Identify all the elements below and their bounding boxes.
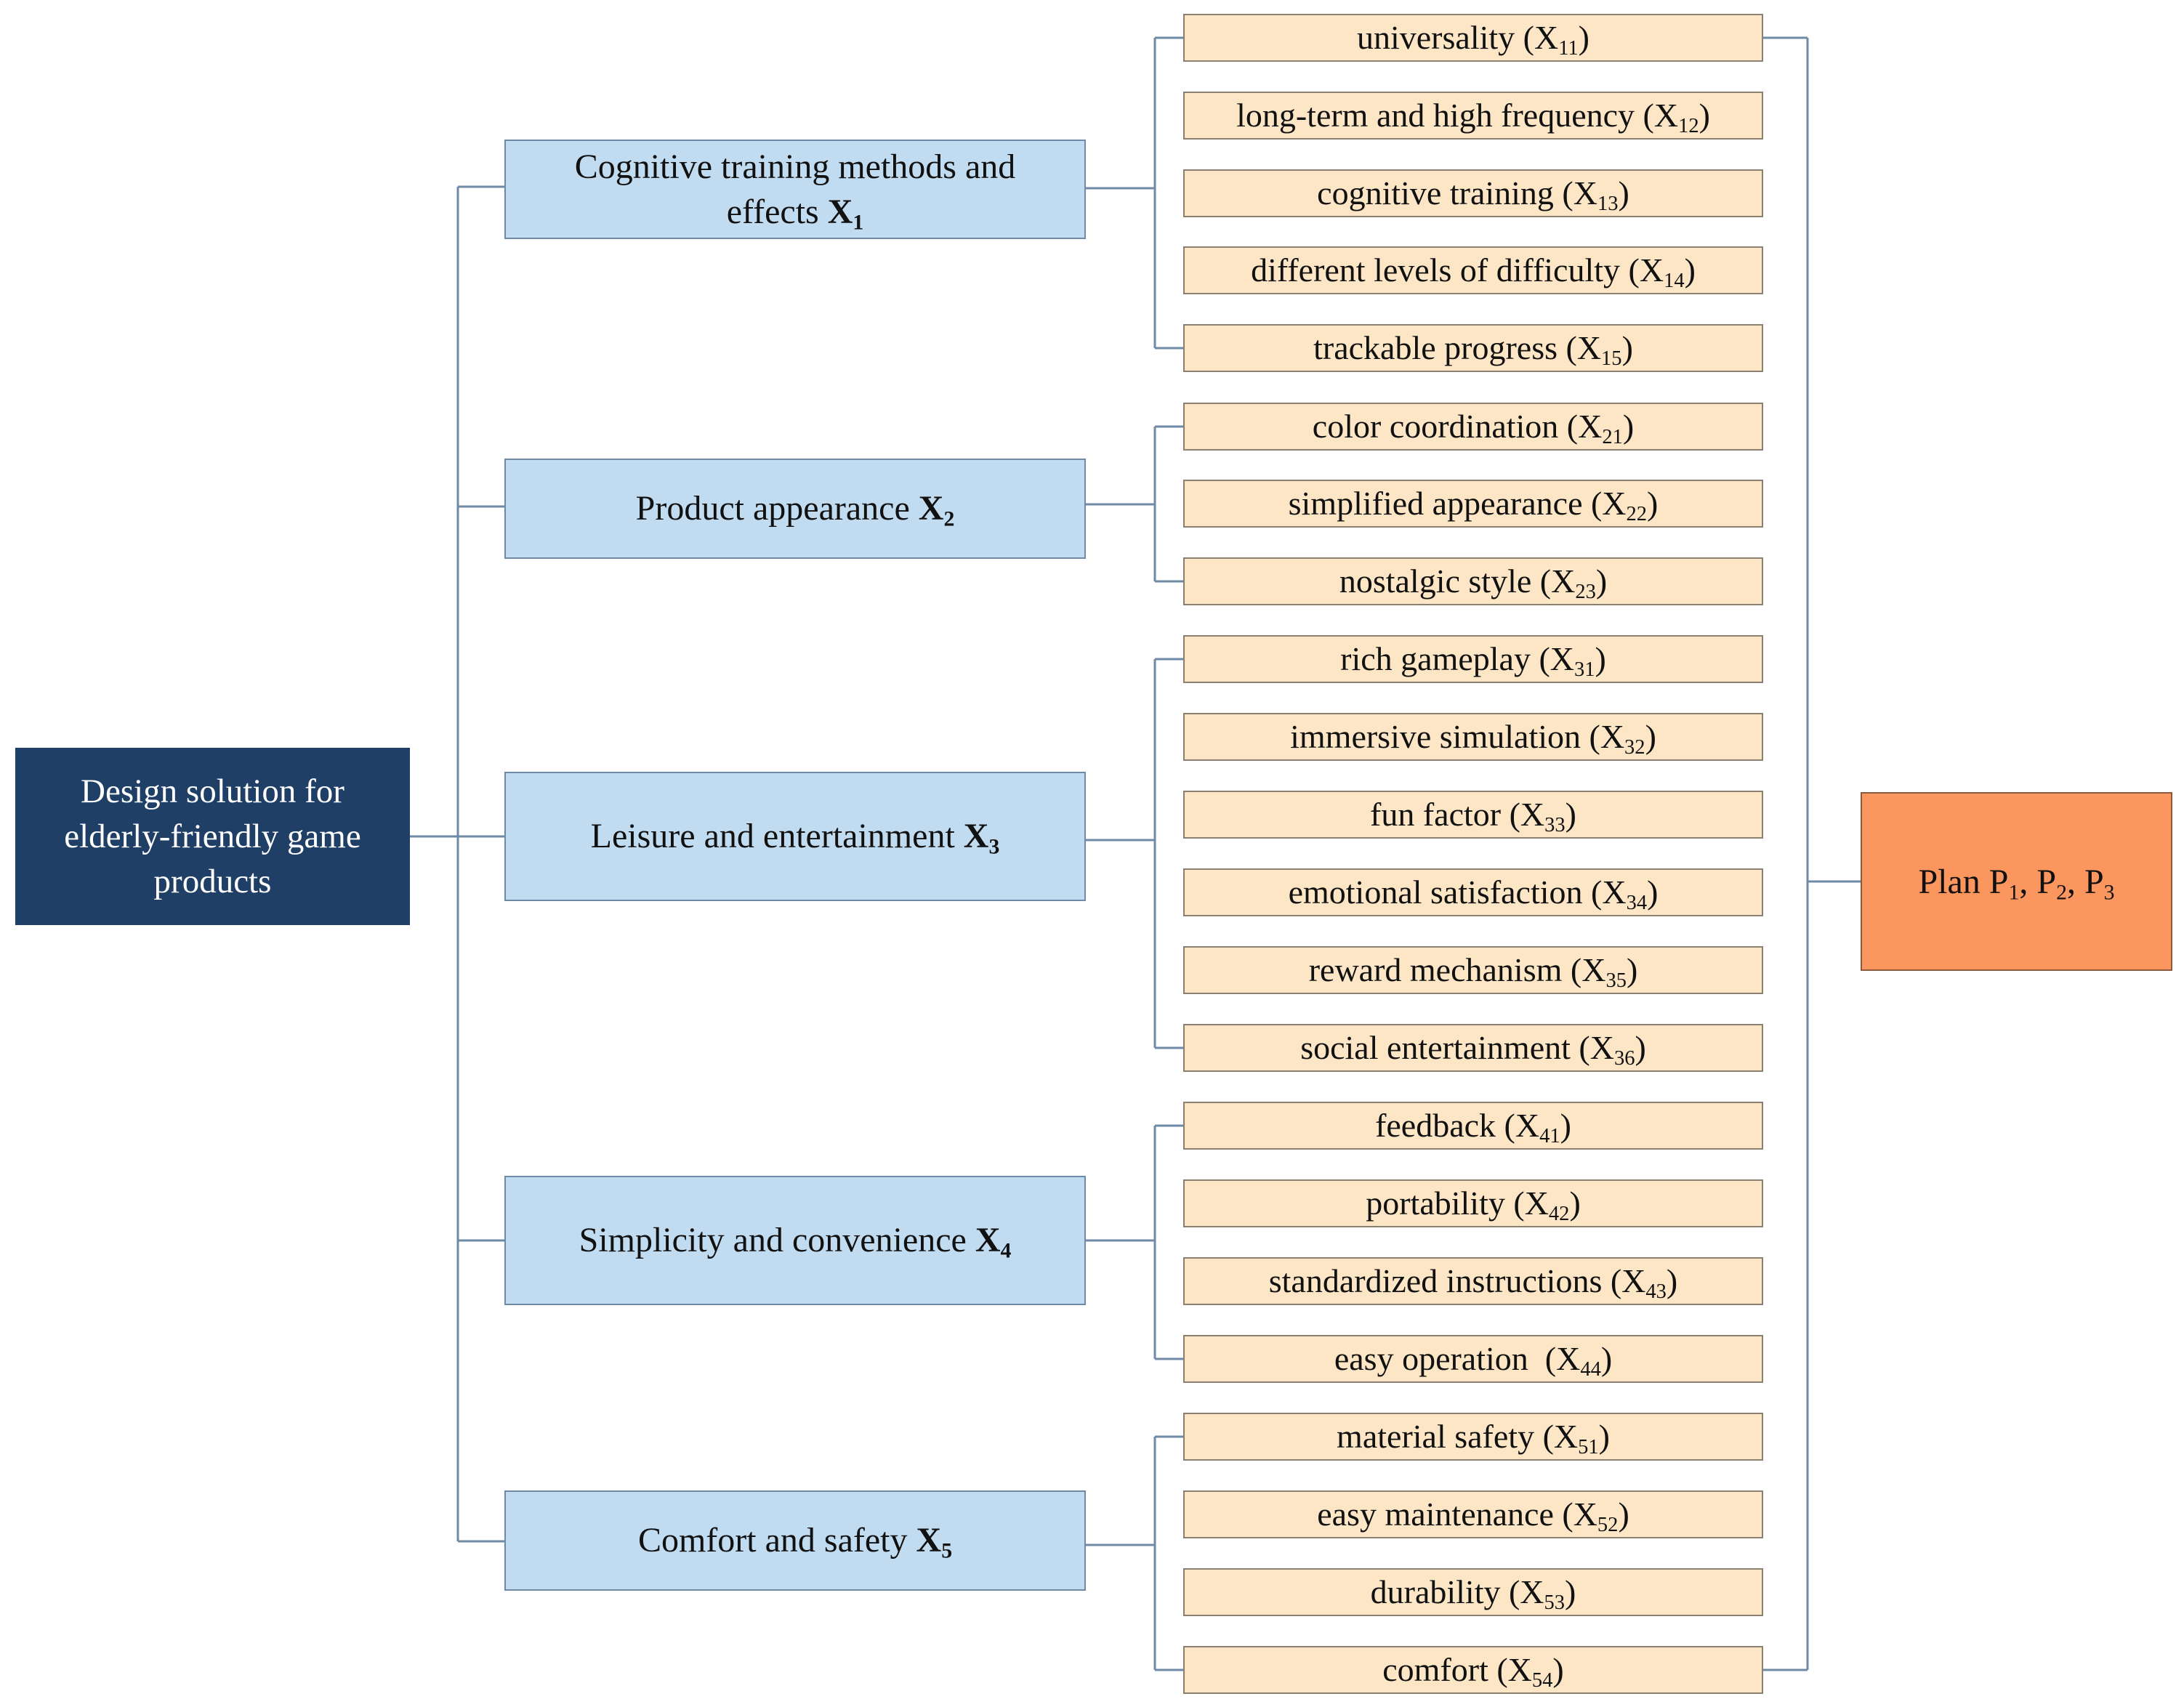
root-line-2: elderly-friendly game <box>64 818 361 855</box>
subcriterion-node-x54: comfort (X54) <box>1183 1646 1763 1694</box>
subcriterion-label: rich gameplay (X31) <box>1340 640 1606 681</box>
subcriterion-node-x53: durability (X53) <box>1183 1568 1763 1616</box>
subcriterion-node-x33: fun factor (X33) <box>1183 791 1763 839</box>
criterion-node-x1: Cognitive training methods and effects X… <box>504 140 1086 239</box>
root-line-3: products <box>153 863 272 900</box>
subcriterion-label: reward mechanism (X35) <box>1308 951 1638 992</box>
subcriterion-label: durability (X53) <box>1370 1573 1576 1614</box>
criterion-node-x4: Simplicity and convenience X4 <box>504 1176 1086 1305</box>
plan-label: Plan P1, P2, P3 <box>1918 862 2115 904</box>
subcriterion-label: trackable progress (X15) <box>1313 329 1633 370</box>
subcriterion-node-x32: immersive simulation (X32) <box>1183 713 1763 761</box>
subcriterion-node-x43: standardized instructions (X43) <box>1183 1257 1763 1305</box>
subcriterion-label: standardized instructions (X43) <box>1268 1262 1678 1303</box>
subcriterion-node-x42: portability (X42) <box>1183 1179 1763 1227</box>
subcriterion-node-x31: rich gameplay (X31) <box>1183 635 1763 683</box>
subcriterion-label: social entertainment (X36) <box>1300 1029 1646 1070</box>
subcriterion-label: immersive simulation (X32) <box>1290 718 1656 759</box>
criterion-node-x2: Product appearance X2 <box>504 459 1086 559</box>
subcriterion-label: different levels of difficulty (X14) <box>1251 251 1696 292</box>
subcriterion-label: nostalgic style (X23) <box>1339 562 1608 603</box>
subcriterion-node-x51: material safety (X51) <box>1183 1413 1763 1461</box>
subcriterion-node-x34: emotional satisfaction (X34) <box>1183 868 1763 916</box>
criterion-code: X1 <box>827 192 864 234</box>
subcriterion-label: feedback (X41) <box>1375 1107 1571 1147</box>
subcriterion-label: color coordination (X21) <box>1312 408 1635 448</box>
subcriterion-node-x15: trackable progress (X15) <box>1183 324 1763 372</box>
subcriterion-node-x41: feedback (X41) <box>1183 1102 1763 1150</box>
subcriterion-label: cognitive training (X13) <box>1317 174 1629 215</box>
subcriterion-node-x52: easy maintenance (X52) <box>1183 1490 1763 1538</box>
subcriterion-label: easy maintenance (X52) <box>1317 1496 1629 1536</box>
subcriterion-node-x14: different levels of difficulty (X14) <box>1183 246 1763 294</box>
criterion-label: Simplicity and convenience <box>579 1221 967 1259</box>
criterion-label-line-1: Cognitive training methods and <box>574 147 1016 186</box>
subcriterion-label: comfort (X54) <box>1382 1651 1564 1692</box>
subcriterion-node-x11: universality (X11) <box>1183 14 1763 62</box>
plan-node: Plan P1, P2, P3 <box>1861 792 2172 971</box>
criterion-label: effects <box>726 192 819 231</box>
criterion-code: X2 <box>918 489 955 531</box>
subcriterion-label: fun factor (X33) <box>1370 796 1576 836</box>
subcriterion-node-x13: cognitive training (X13) <box>1183 169 1763 217</box>
criterion-code: X3 <box>963 817 1000 859</box>
subcriterion-label: portability (X42) <box>1366 1185 1581 1225</box>
subcriterion-label: easy operation (X44) <box>1334 1340 1613 1381</box>
subcriterion-label: universality (X11) <box>1356 19 1589 60</box>
subcriterion-node-x12: long-term and high frequency (X12) <box>1183 92 1763 140</box>
criterion-label: Leisure and entertainment <box>590 817 955 855</box>
subcriterion-node-x44: easy operation (X44) <box>1183 1335 1763 1383</box>
subcriterion-node-x22: simplified appearance (X22) <box>1183 480 1763 528</box>
criterion-label: Comfort and safety <box>637 1521 908 1559</box>
criterion-node-x5: Comfort and safety X5 <box>504 1490 1086 1591</box>
subcriterion-label: emotional satisfaction (X34) <box>1288 873 1659 914</box>
subcriterion-node-x21: color coordination (X21) <box>1183 403 1763 451</box>
criterion-code: X5 <box>916 1521 953 1563</box>
criterion-code: X4 <box>975 1221 1012 1263</box>
root-node: Design solution for elderly-friendly gam… <box>15 748 410 925</box>
criterion-node-x3: Leisure and entertainment X3 <box>504 772 1086 901</box>
subcriterion-label: material safety (X51) <box>1337 1418 1610 1458</box>
subcriterion-label: simplified appearance (X22) <box>1288 485 1659 525</box>
subcriterion-node-x23: nostalgic style (X23) <box>1183 557 1763 605</box>
criterion-label: Product appearance <box>635 489 910 528</box>
subcriterion-node-x35: reward mechanism (X35) <box>1183 946 1763 994</box>
subcriterion-node-x36: social entertainment (X36) <box>1183 1024 1763 1072</box>
subcriterion-label: long-term and high frequency (X12) <box>1236 97 1710 137</box>
root-line-1: Design solution for <box>81 772 344 810</box>
